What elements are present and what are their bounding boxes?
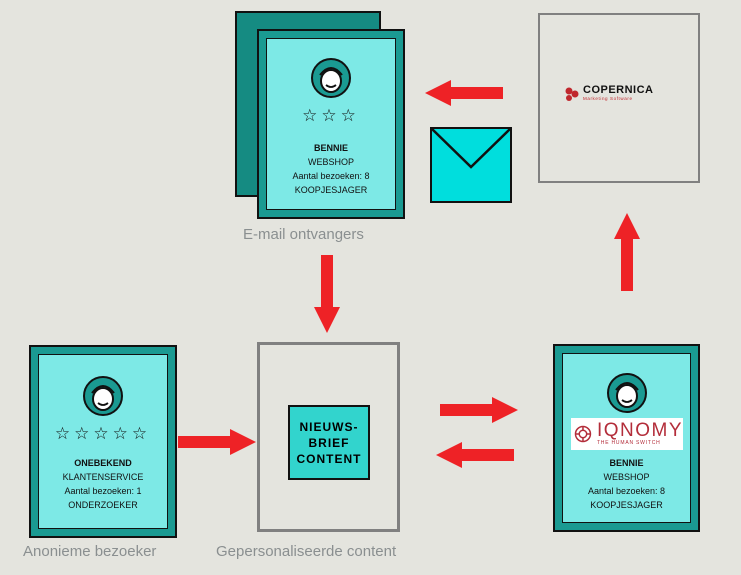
anonymous-visitor-card: ☆☆☆☆☆ ONEBEKEND KLANTENSERVICE Aantal be…	[29, 345, 177, 538]
profile-visits: Aantal bezoeken: 1	[64, 486, 142, 496]
anonymous-visitor-caption: Anonieme bezoeker	[23, 543, 157, 560]
arrow-up-icon	[614, 213, 640, 291]
newsletter-content-label: NIEUWS-BRIEF CONTENT	[296, 419, 362, 466]
email-recipients-caption: E-mail ontvangers	[243, 226, 364, 243]
profile-visits: Aantal bezoeken: 8	[292, 171, 370, 181]
iqnomy-visitor-card: IQNOMY THE HUMAN SWITCH BENNIE WEBSHOP A…	[553, 344, 700, 532]
profile-type: ONDERZOEKER	[68, 500, 138, 510]
avatar-icon	[83, 376, 123, 416]
email-recipient-card: ☆☆☆ BENNIE WEBSHOP Aantal bezoeken: 8 KO…	[257, 29, 405, 219]
iqnomy-logo: IQNOMY THE HUMAN SWITCH	[571, 418, 683, 450]
newsletter-content-block: NIEUWS-BRIEF CONTENT	[288, 405, 370, 480]
avatar-icon	[606, 373, 647, 413]
personalized-content-box	[257, 342, 400, 532]
personalized-content-caption: Gepersonaliseerde content	[216, 543, 397, 560]
iqnomy-mark-icon	[574, 425, 592, 443]
profile-name: BENNIE	[313, 143, 348, 153]
profile-type: KOOPJESJAGER	[590, 500, 663, 510]
rating-stars: ☆☆☆	[302, 106, 360, 125]
arrow-right-icon	[440, 397, 518, 423]
copernica-mark-icon	[565, 87, 579, 101]
copernica-tagline: Marketing Software	[583, 96, 633, 101]
arrow-right-icon	[178, 429, 256, 455]
profile-source: WEBSHOP	[603, 472, 650, 482]
profile-name: ONEBEKEND	[74, 458, 132, 468]
copernica-logo: COPERNICA Marketing Software	[564, 85, 654, 102]
profile-visits: Aantal bezoeken: 8	[587, 486, 666, 496]
anonymous-visitor-card-body: ☆☆☆☆☆ ONEBEKEND KLANTENSERVICE Aantal be…	[38, 354, 168, 529]
iqnomy-visitor-card-body: IQNOMY THE HUMAN SWITCH BENNIE WEBSHOP A…	[562, 353, 691, 523]
iqnomy-tagline: THE HUMAN SWITCH	[596, 440, 661, 446]
envelope-icon	[430, 127, 512, 203]
arrow-left-icon	[436, 442, 514, 468]
profile-name: BENNIE	[609, 458, 644, 468]
copernica-box	[538, 13, 700, 183]
email-recipient-card-body: ☆☆☆ BENNIE WEBSHOP Aantal bezoeken: 8 KO…	[266, 38, 396, 210]
copernica-name: COPERNICA	[583, 84, 654, 96]
arrow-down-icon	[314, 255, 340, 333]
avatar-icon	[311, 58, 351, 98]
rating-stars: ☆☆☆☆☆	[54, 424, 152, 443]
iqnomy-name: IQNOMY	[596, 420, 683, 441]
profile-type: KOOPJESJAGER	[294, 185, 368, 195]
profile-source: WEBSHOP	[307, 157, 354, 167]
profile-source: KLANTENSERVICE	[62, 472, 144, 482]
arrow-left-icon	[425, 80, 503, 106]
